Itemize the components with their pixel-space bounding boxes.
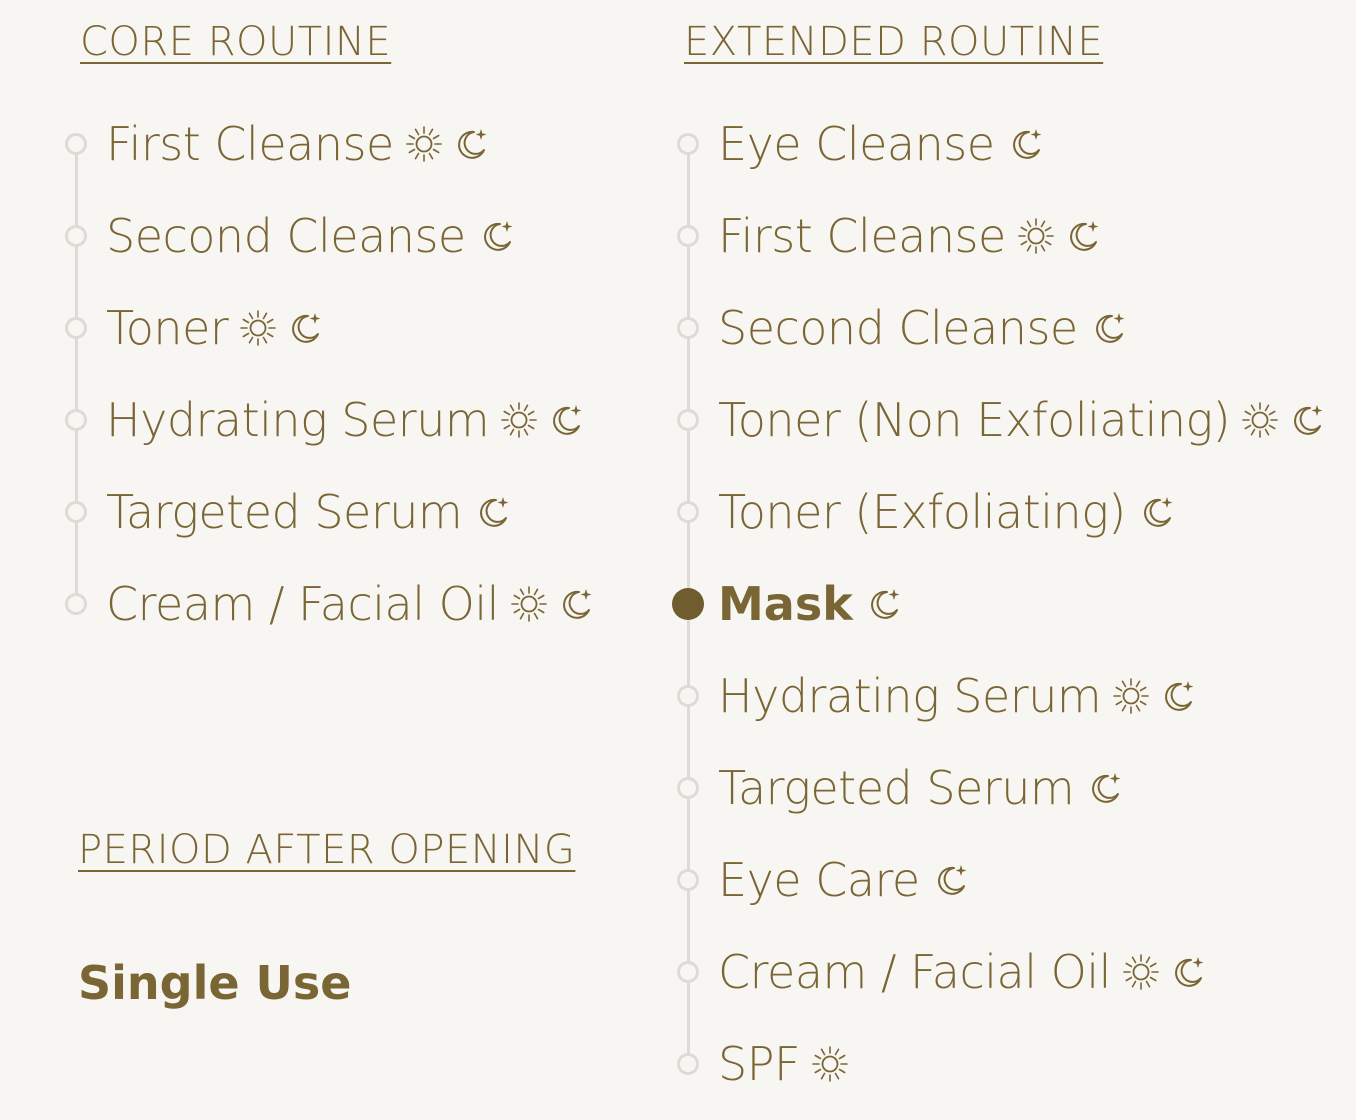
extended-routine-heading: EXTENDED ROUTINE [684,19,1104,65]
routine-step-label: Toner (Non Exfoliating) [718,393,1231,447]
timeline-node [677,133,699,155]
moon-icon [1062,216,1102,256]
sun-icon [404,124,444,164]
routine-step-label: First Cleanse [718,209,1006,263]
core-routine-heading: CORE ROUTINE [80,19,392,65]
sun-icon [1240,400,1280,440]
routine-step[interactable]: Mask [672,574,903,634]
routine-step[interactable]: Second Cleanse [672,298,1128,358]
timeline-node [65,409,87,431]
routine-step[interactable]: Hydrating Serum [672,666,1197,726]
moon-icon [1084,768,1124,808]
moon-icon [284,308,324,348]
routine-step-label: Eye Care [718,853,920,907]
timeline-node [677,317,699,339]
period-after-opening-heading: PERIOD AFTER OPENING [78,827,576,873]
routine-step-label: Toner [106,301,229,355]
routine-step[interactable]: SPF [672,1034,850,1094]
moon-icon [1005,124,1045,164]
timeline-node [677,685,699,707]
routine-step[interactable]: Eye Care [672,850,970,910]
timeline-node [65,593,87,615]
routine-step[interactable]: Toner (Non Exfoliating) [672,390,1326,450]
moon-icon [555,584,595,624]
routine-step[interactable]: Second Cleanse [60,206,516,266]
timeline-node [677,1053,699,1075]
sun-icon [238,308,278,348]
routine-step-label: Targeted Serum [718,761,1075,815]
moon-icon [863,584,903,624]
routine-step[interactable]: Cream / Facial Oil [60,574,595,634]
routine-step[interactable]: First Cleanse [60,114,490,174]
routine-step[interactable]: Cream / Facial Oil [672,942,1207,1002]
routine-step[interactable]: Targeted Serum [672,758,1124,818]
moon-icon [1286,400,1326,440]
timeline-node [65,317,87,339]
sun-icon [1111,676,1151,716]
routine-step-label: Mask [718,577,853,631]
routine-step-label: Second Cleanse [106,209,466,263]
routine-step[interactable]: Toner (Exfoliating) [672,482,1176,542]
routine-step-label: Hydrating Serum [106,393,490,447]
sun-icon [509,584,549,624]
timeline-node [65,501,87,523]
routine-step[interactable]: Eye Cleanse [672,114,1045,174]
routine-step-label: Targeted Serum [106,485,463,539]
routine-step-label: Toner (Exfoliating) [718,485,1126,539]
timeline-node [677,777,699,799]
timeline-node-active [672,588,704,620]
moon-icon [476,216,516,256]
routine-step-label: Cream / Facial Oil [106,577,499,631]
timeline-node [677,961,699,983]
routine-step-label: Cream / Facial Oil [718,945,1111,999]
sun-icon [1121,952,1161,992]
timeline-rail [75,144,78,604]
moon-icon [472,492,512,532]
moon-icon [545,400,585,440]
moon-icon [1136,492,1176,532]
timeline-node [677,409,699,431]
routine-step-label: First Cleanse [106,117,394,171]
routine-step-label: Second Cleanse [718,301,1078,355]
routine-step[interactable]: Targeted Serum [60,482,512,542]
sun-icon [810,1044,850,1084]
timeline-node [677,869,699,891]
routine-step-label: SPF [718,1037,800,1091]
moon-icon [450,124,490,164]
moon-icon [930,860,970,900]
timeline-node [65,225,87,247]
timeline-node [677,225,699,247]
moon-icon [1157,676,1197,716]
period-after-opening-value: Single Use [78,956,352,1010]
timeline-node [677,501,699,523]
timeline-node [65,133,87,155]
sun-icon [499,400,539,440]
moon-icon [1167,952,1207,992]
moon-icon [1088,308,1128,348]
sun-icon [1016,216,1056,256]
routine-step[interactable]: Toner [60,298,324,358]
routine-step-label: Eye Cleanse [718,117,995,171]
routine-step[interactable]: Hydrating Serum [60,390,585,450]
routine-step-label: Hydrating Serum [718,669,1102,723]
routine-step[interactable]: First Cleanse [672,206,1102,266]
